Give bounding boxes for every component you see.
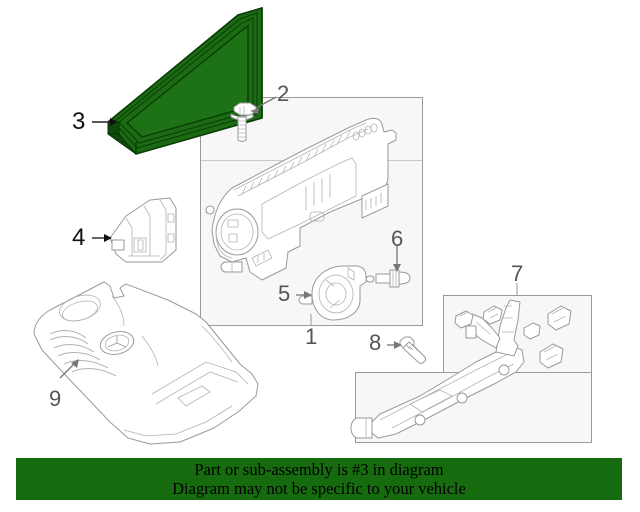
- part-4-connector-module: [109, 197, 177, 263]
- callout-label-3: 3: [72, 108, 86, 135]
- pointer-9: [59, 359, 79, 379]
- part-5-blower-motor: [298, 265, 367, 321]
- clip: [482, 305, 503, 325]
- pointer-5: [296, 291, 312, 299]
- part-6-sensor-valve: [365, 269, 411, 288]
- callout-label-1: 1: [305, 324, 318, 349]
- pointer-3: [92, 118, 118, 126]
- pointer-6: [393, 246, 401, 272]
- pointer-8: [387, 341, 402, 349]
- callout-label-5: 5: [278, 281, 291, 306]
- callout-label-7: 7: [511, 261, 524, 286]
- callout-label-9: 9: [49, 386, 62, 411]
- part-7-bracket-assembly: [350, 299, 572, 439]
- part-9-engine-cover: [33, 281, 259, 445]
- info-banner: Part or sub-assembly is #3 in diagram Di…: [16, 458, 622, 500]
- callout-label-6: 6: [391, 226, 404, 251]
- clip: [454, 310, 474, 329]
- part-2-hex-flange-bolt: [230, 102, 257, 142]
- clip: [539, 343, 564, 369]
- part-8-threaded-screw: [399, 336, 426, 364]
- clip: [523, 322, 541, 340]
- callout-label-4: 4: [72, 224, 86, 251]
- callout-label-8: 8: [369, 330, 382, 355]
- pointer-4: [92, 234, 112, 242]
- clip: [547, 305, 572, 331]
- callout-label-2: 2: [277, 81, 290, 106]
- banner-line-1: Part or sub-assembly is #3 in diagram: [194, 459, 444, 479]
- part-3-display-panel: [106, 6, 263, 155]
- part-1-instrument-panel-housing: [205, 117, 397, 281]
- banner-line-2: Diagram may not be specific to your vehi…: [172, 479, 466, 498]
- pointer-2: [250, 96, 277, 114]
